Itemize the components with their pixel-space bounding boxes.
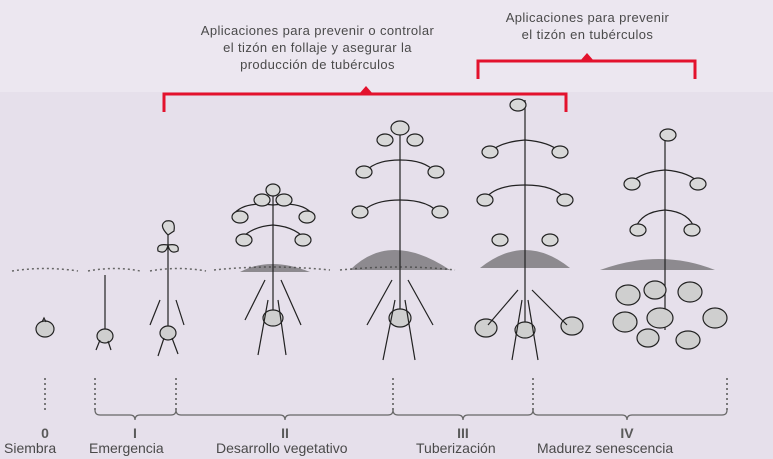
header-band xyxy=(0,0,773,92)
stage-3-label: Tuberización xyxy=(416,440,496,456)
plant-stage-2-vegetative-a xyxy=(231,183,316,356)
stage-2-label: Desarrollo vegetativo xyxy=(216,440,348,456)
stage-0-number: 0 xyxy=(41,425,49,441)
foliage-application-bracket xyxy=(162,92,568,112)
foliage-application-caption: Aplicaciones para prevenir o controlar e… xyxy=(200,23,435,72)
soil-surface xyxy=(11,266,456,272)
stage-2-number: II xyxy=(281,425,289,441)
stage-0-label: Siembra xyxy=(4,440,57,456)
plant-stage-2-vegetative-b xyxy=(351,120,449,361)
foliage-bracket-arrow xyxy=(359,86,373,94)
stage-1-number: I xyxy=(133,425,137,441)
plant-stage-3-tuberization xyxy=(474,98,584,361)
tuber-application-caption: Aplicaciones para prevenir el tizón en t… xyxy=(505,10,670,42)
soil-mounds xyxy=(240,250,715,272)
plant-stage-1-seedling xyxy=(149,220,185,357)
stage-1-label: Emergencia xyxy=(89,440,164,456)
plant-stage-1-emergence xyxy=(95,275,114,351)
stage-braces xyxy=(94,409,728,421)
plant-stage-4-maturity xyxy=(612,128,728,350)
plant-stage-0-seed xyxy=(35,316,55,338)
stage-3-number: III xyxy=(457,425,469,441)
stage-droplines xyxy=(44,378,728,412)
tuber-bracket-arrow xyxy=(580,53,594,61)
stage-4-label: Madurez senescencia xyxy=(537,440,674,456)
tuber-application-bracket xyxy=(476,59,697,79)
stage-4-number: IV xyxy=(620,425,634,441)
